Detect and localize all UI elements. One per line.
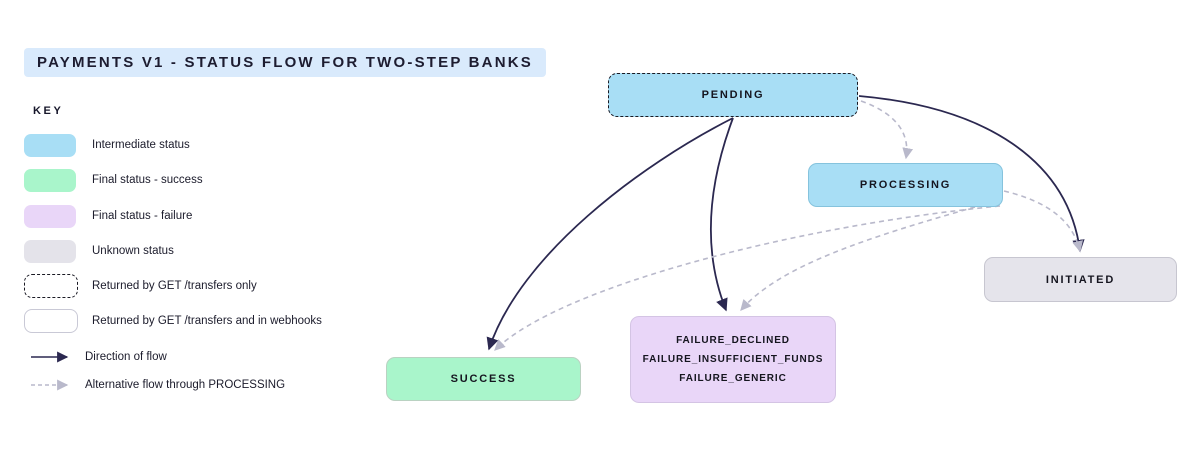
legend-label: Final status - failure — [92, 210, 193, 222]
node-pending: PENDING — [608, 73, 858, 117]
legend-label: Returned by GET /transfers and in webhoo… — [92, 315, 322, 327]
edge-processing-to-failure — [740, 206, 976, 311]
legend-item-get-transfers-only: Returned by GET /transfers only — [24, 274, 257, 298]
node-label: INITIATED — [1045, 273, 1116, 286]
edge-pending-to-failure — [709, 117, 734, 312]
solid-border-box-swatch — [24, 309, 78, 333]
legend-label: Alternative flow through PROCESSING — [85, 379, 286, 391]
legend-item-unknown-status: Unknown status — [24, 239, 174, 263]
legend-item-get-transfers-webhooks: Returned by GET /transfers and in webhoo… — [24, 309, 322, 333]
node-label: FAILURE_GENERIC — [679, 373, 787, 384]
legend-label: Unknown status — [92, 245, 174, 257]
node-initiated: INITIATED — [984, 257, 1177, 302]
dashed-arrow-icon — [31, 379, 69, 391]
node-label: FAILURE_DECLINED — [676, 335, 790, 346]
node-processing: PROCESSING — [808, 163, 1003, 207]
dashed-border-box-swatch — [24, 274, 78, 298]
legend-item-alternative-flow: Alternative flow through PROCESSING — [24, 377, 285, 393]
legend-item-direction-of-flow: Direction of flow — [24, 349, 167, 365]
edge-pending-to-initiated — [858, 95, 1085, 253]
unknown-status-swatch — [24, 239, 76, 263]
legend-heading: KEY — [33, 105, 64, 117]
edge-pending-to-processing — [860, 100, 914, 160]
legend-label: Intermediate status — [92, 139, 190, 151]
node-failure: FAILURE_DECLINED FAILURE_INSUFFICIENT_FU… — [630, 316, 836, 403]
node-label: PENDING — [701, 89, 765, 101]
final-failure-swatch — [24, 204, 76, 228]
legend-item-final-failure: Final status - failure — [24, 204, 192, 228]
page-title: PAYMENTS V1 - STATUS FLOW FOR TWO-STEP B… — [24, 48, 546, 77]
edge-processing-to-success — [494, 205, 1001, 351]
legend-label: Direction of flow — [85, 351, 167, 363]
edge-processing-to-initiated — [1003, 190, 1083, 253]
intermediate-status-swatch — [24, 133, 76, 157]
legend-item-intermediate-status: Intermediate status — [24, 133, 190, 157]
final-success-swatch — [24, 168, 76, 192]
node-label: FAILURE_INSUFFICIENT_FUNDS — [642, 354, 824, 365]
solid-arrow-icon — [31, 351, 69, 363]
legend-label: Returned by GET /transfers only — [92, 280, 257, 292]
legend: KEY Intermediate status Final status - s… — [24, 103, 384, 403]
node-label: SUCCESS — [450, 373, 517, 385]
node-label: PROCESSING — [859, 179, 952, 191]
node-success: SUCCESS — [386, 357, 581, 401]
legend-label: Final status - success — [92, 174, 203, 186]
edge-pending-to-success — [486, 117, 734, 351]
legend-item-final-success: Final status - success — [24, 168, 203, 192]
